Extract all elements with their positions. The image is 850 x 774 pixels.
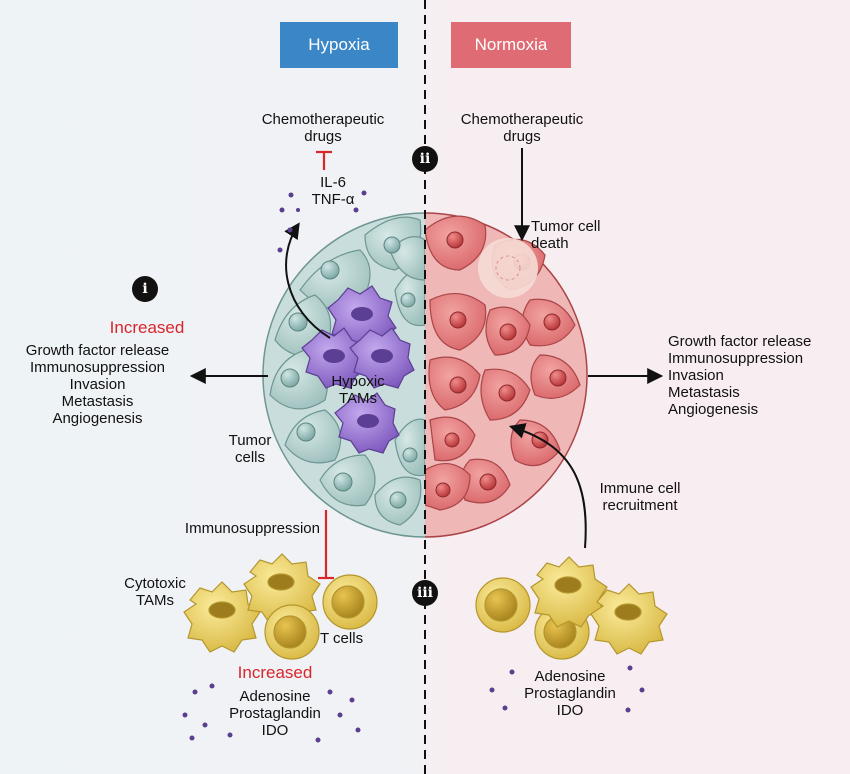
- cytotoxic-tam-cells: [183, 553, 321, 653]
- effect-item: Invasion: [668, 367, 724, 384]
- metabolite-item: Prostaglandin: [524, 685, 616, 702]
- hypoxia-metabolites: Adenosine Prostaglandin IDO: [200, 688, 350, 739]
- marker-i: i: [132, 276, 158, 302]
- t-cells: [264, 574, 378, 660]
- immunosuppression-label: Immunosuppression: [184, 520, 320, 537]
- hypoxia-drug-label: Chemotherapeutic drugs: [261, 111, 385, 145]
- hypoxic-tam-label: Hypoxic TAMs: [331, 373, 385, 407]
- hypoxia-header: Hypoxia: [280, 22, 398, 68]
- normoxic-tumor-half: [425, 212, 588, 538]
- metabolite-dots: [182, 665, 645, 743]
- normoxia-drug-label: Chemotherapeutic drugs: [460, 111, 584, 145]
- cytotoxic-tam-label: Cytotoxic TAMs: [124, 575, 186, 609]
- cytokine-arrow: [284, 222, 331, 339]
- cytokine-item: IL-6: [320, 174, 346, 191]
- marker-iii: iii: [412, 580, 438, 606]
- inhibit-immune: [318, 510, 334, 580]
- cytokine-item: TNF-α: [311, 191, 355, 208]
- metabolite-item: IDO: [556, 702, 584, 719]
- metabolite-item: Adenosine: [239, 688, 311, 705]
- metabolite-item: Adenosine: [534, 668, 606, 685]
- normoxia-metabolites: Adenosine Prostaglandin IDO: [495, 668, 645, 719]
- recruitment-arrow: [508, 423, 587, 549]
- normoxia-title: Normoxia: [474, 35, 548, 54]
- normoxia-header: Normoxia: [451, 22, 571, 68]
- dying-tumor-cell: [478, 238, 538, 298]
- normoxia-effects-list: Growth factor release Immunosuppression …: [668, 333, 811, 418]
- tumor-cells-label: Tumor cells: [228, 432, 272, 466]
- effect-item: Immunosuppression: [668, 350, 804, 367]
- effect-item: Metastasis: [668, 384, 740, 401]
- t-cells-label: T cells: [320, 630, 364, 647]
- increased-label-bottom: Increased: [237, 663, 313, 682]
- immune-recruitment-label: Immune cell recruitment: [599, 480, 681, 514]
- effect-item: Growth factor release: [668, 333, 812, 350]
- effect-item: Invasion: [69, 376, 126, 393]
- effect-item: Angiogenesis: [52, 410, 143, 427]
- effect-item: Metastasis: [61, 393, 134, 410]
- marker-ii: ii: [412, 146, 438, 172]
- effect-item: Growth factor release: [25, 342, 170, 359]
- hypoxia-title: Hypoxia: [308, 35, 370, 54]
- tumor-cell-death-label: Tumor cell death: [531, 218, 601, 252]
- metabolite-item: IDO: [261, 722, 289, 739]
- normoxic-immune-cells: [475, 556, 668, 660]
- hypoxia-effects-list: Growth factor release Immunosuppression …: [5, 342, 190, 427]
- inhibit-chemo: [316, 150, 332, 170]
- effect-item: Immunosuppression: [29, 359, 166, 376]
- increased-label-top: Increased: [109, 318, 185, 337]
- hypoxic-tumor-half: [262, 212, 425, 538]
- cytokine-list: IL-6 TNF-α: [298, 174, 368, 208]
- cytokine-dots: [277, 190, 367, 253]
- effect-item: Angiogenesis: [668, 401, 759, 418]
- metabolite-item: Prostaglandin: [229, 705, 321, 722]
